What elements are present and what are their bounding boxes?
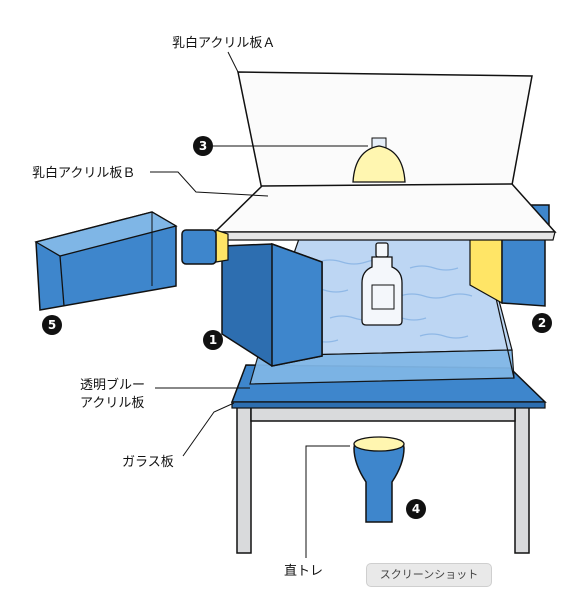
leader-glass [182,402,235,457]
label-blue-acrylic-line1: 透明ブルー [80,378,146,393]
label-acrylic-panel-b: 乳白アクリル板Ｂ [32,166,136,181]
light-1 [221,242,323,367]
marker-4: 4 [406,499,426,519]
light-5 [34,211,229,311]
glass-plate-edge [231,401,546,409]
leader-direct [305,445,350,558]
acrylic-panel-b-edge [214,231,556,241]
light-4 [353,436,405,523]
label-glass-plate: ガラス板 [122,455,174,470]
marker-1: 1 [203,330,223,350]
leader-panel-a [227,51,239,73]
table-leg-left [236,404,252,554]
label-blue-acrylic-line2: アクリル板 [80,396,145,411]
marker-3: 3 [193,136,213,156]
leader-panel-b [150,171,269,197]
bottle [361,242,403,326]
acrylic-panel-b [213,183,557,233]
table-leg-right [514,404,530,554]
screenshot-tooltip[interactable]: スクリーンショット [366,563,492,587]
light-3 [352,137,406,183]
marker-5: 5 [42,315,62,335]
marker-2: 2 [532,313,552,333]
label-acrylic-panel-a: 乳白アクリル板Ａ [172,36,276,51]
label-direct-tray: 直トレ [284,564,324,579]
leader-lines [150,51,368,558]
